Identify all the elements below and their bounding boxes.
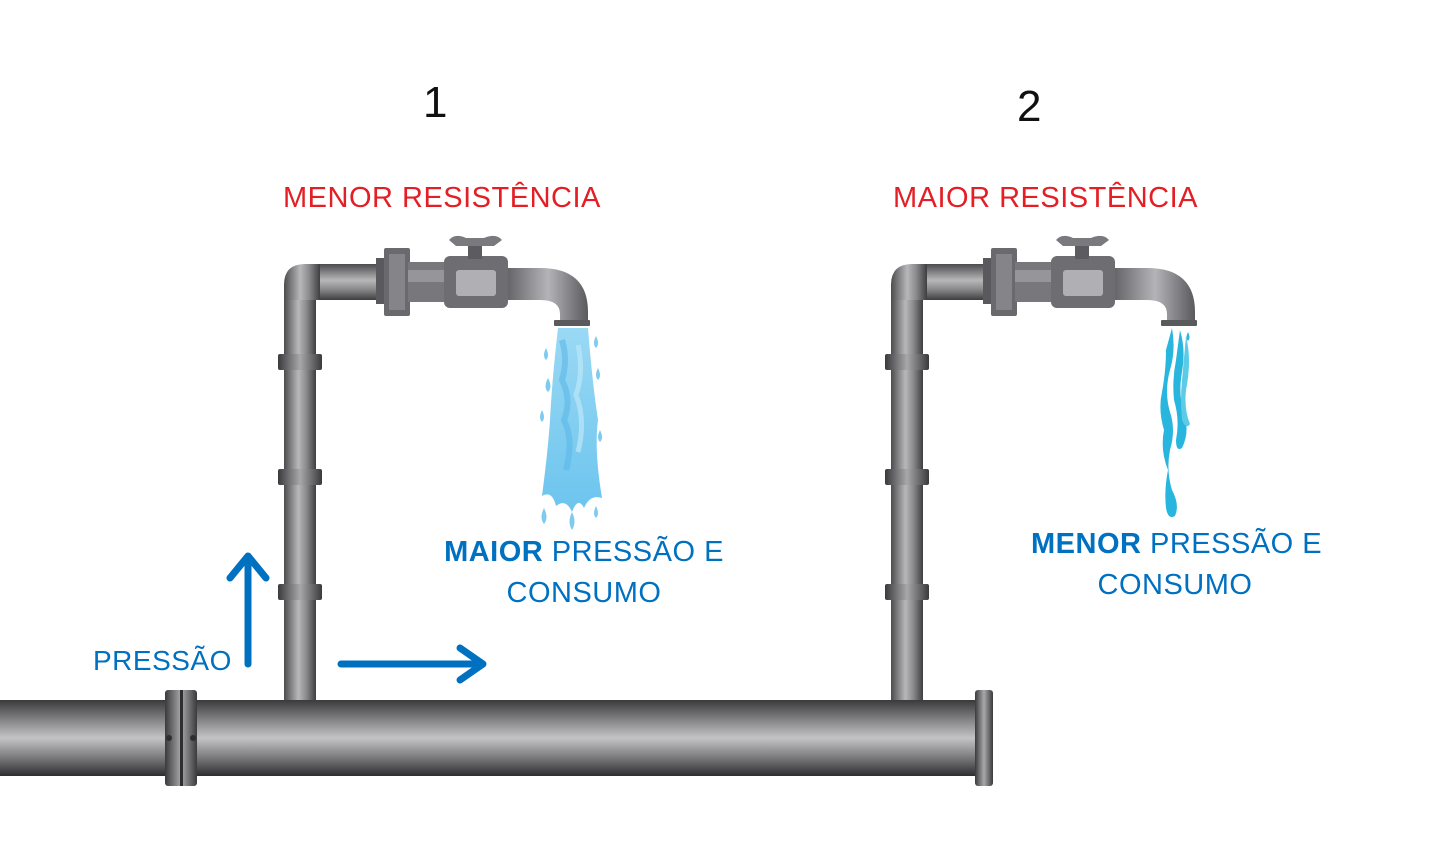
pipe-coupling: [885, 354, 929, 370]
tap-1-info-line2: CONSUMO: [506, 577, 662, 609]
main-pipe: [0, 690, 993, 786]
faucet-2: [983, 235, 1197, 326]
tap-1-resistance-label: MENOR RESISTÊNCIA: [283, 182, 601, 214]
tap-1-info-rest: PRESSÃO E: [543, 536, 724, 568]
tap-1-info-bold: MAIOR: [444, 536, 544, 568]
faucet-1: [376, 235, 590, 326]
riser-pipe-2: [885, 264, 985, 700]
riser-pipe-1: [278, 264, 378, 700]
main-pipe-end-cap: [975, 690, 993, 786]
faucet-spout: [1115, 268, 1195, 322]
pipe-coupling: [278, 584, 322, 600]
tap-2-number: 2: [1017, 82, 1042, 131]
faucet-spout: [508, 268, 588, 322]
pipe-coupling: [885, 584, 929, 600]
tap-2-info-bold: MENOR: [1031, 528, 1142, 560]
tap-2-info-rest: PRESSÃO E: [1141, 528, 1323, 560]
pressure-label: PRESSÃO: [93, 645, 232, 676]
flow-arrow-right: [337, 644, 487, 684]
water-stream-weak: [1160, 328, 1190, 517]
tap-1-number: 1: [423, 78, 448, 127]
pipe-coupling: [278, 354, 322, 370]
pipe-coupling: [278, 469, 322, 485]
pressure-arrow-up: [226, 552, 270, 668]
tap-2-pressure-info: MENOR PRESSÃO E CONSUMO: [1031, 524, 1323, 606]
tap-2-resistance-label: MAIOR RESISTÊNCIA: [893, 182, 1198, 214]
faucet-handle: [1056, 235, 1109, 246]
pipe-coupling: [885, 469, 929, 485]
water-stream-strong: [540, 328, 602, 530]
tap-1-pressure-info: MAIOR PRESSÃO E CONSUMO: [443, 532, 725, 614]
tap-2-info-line2: CONSUMO: [1097, 569, 1253, 601]
faucet-handle: [449, 235, 502, 246]
